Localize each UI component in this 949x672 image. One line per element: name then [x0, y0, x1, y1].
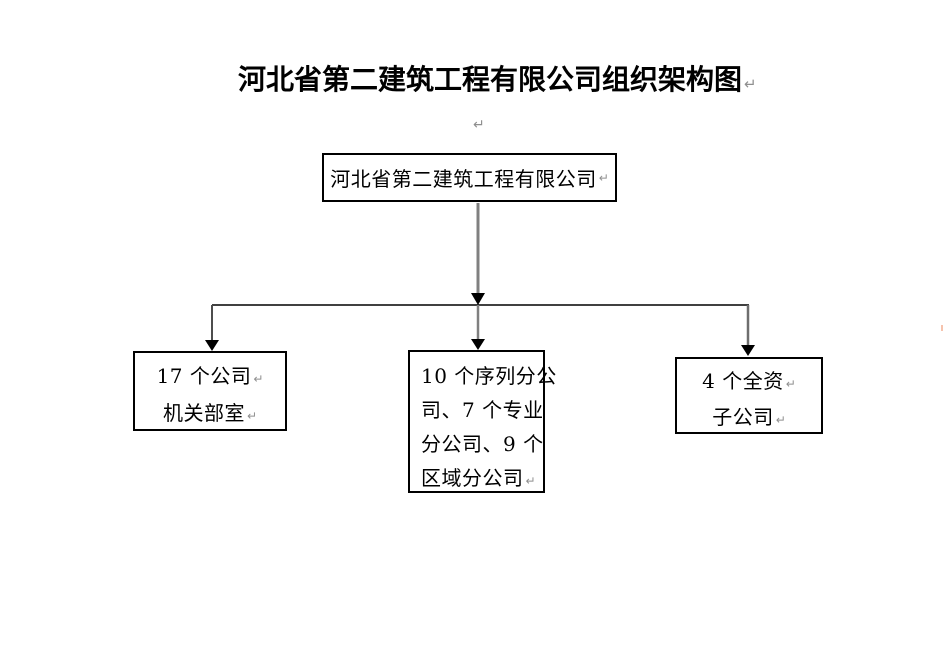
middle-arrowhead-icon [471, 339, 485, 350]
paragraph-mark-icon: ↵ [525, 474, 536, 488]
left-arrowhead-icon [205, 340, 219, 351]
org-node-departments-line1: 17 个公司 [156, 364, 252, 388]
org-node-line: 区域分公司↵ [421, 461, 543, 498]
paragraph-mark-icon: ↵ [253, 372, 264, 386]
org-node-line: 17 个公司↵ [135, 359, 285, 396]
org-node-subsidiaries-line2: 子公司 [712, 405, 774, 429]
paragraph-mark-icon: ↵ [246, 409, 258, 423]
org-node-departments-line2: 机关部室 [162, 401, 245, 425]
org-node-root: 河北省第二建筑工程有限公司↵ [322, 153, 617, 202]
page-title: 河北省第二建筑工程有限公司组织架构图↵ [238, 62, 757, 102]
org-node-root-label: 河北省第二建筑工程有限公司 [330, 167, 597, 191]
org-node-branches-line1: 10 个序列分公 [421, 364, 557, 388]
org-node-branches-line3: 分公司、9 个 [421, 432, 544, 456]
org-node-subsidiaries-line1: 4 个全资 [702, 369, 784, 393]
org-node-line: 4 个全资↵ [677, 365, 821, 401]
paragraph-mark-icon: ↵ [785, 377, 796, 391]
paragraph-mark-icon: ↵ [775, 413, 786, 427]
org-node-subsidiaries: 4 个全资↵ 子公司↵ [675, 357, 823, 434]
org-node-line: 司、7 个专业 [421, 393, 543, 427]
paragraph-mark-icon: ↵ [473, 117, 485, 133]
root-arrowhead-icon [471, 293, 485, 305]
org-node-departments: 17 个公司↵ 机关部室↵ [133, 351, 287, 431]
paragraph-mark-icon: ↵ [744, 75, 757, 93]
org-node-line: 子公司↵ [677, 401, 821, 437]
org-node-line: 机关部室↵ [135, 396, 285, 433]
org-node-branches-line2: 司、7 个专业 [421, 398, 544, 422]
org-node-branches-line4: 区域分公司 [421, 466, 524, 490]
right-arrowhead-icon [741, 345, 755, 356]
stray-mark [941, 325, 943, 331]
org-node-branches: 10 个序列分公 司、7 个专业 分公司、9 个 区域分公司↵ [408, 350, 556, 493]
org-node-line: 分公司、9 个 [421, 427, 543, 461]
org-node-line: 10 个序列分公 [421, 359, 556, 393]
paragraph-mark-icon: ↵ [598, 170, 609, 185]
page-title-text: 河北省第二建筑工程有限公司组织架构图 [238, 63, 743, 96]
